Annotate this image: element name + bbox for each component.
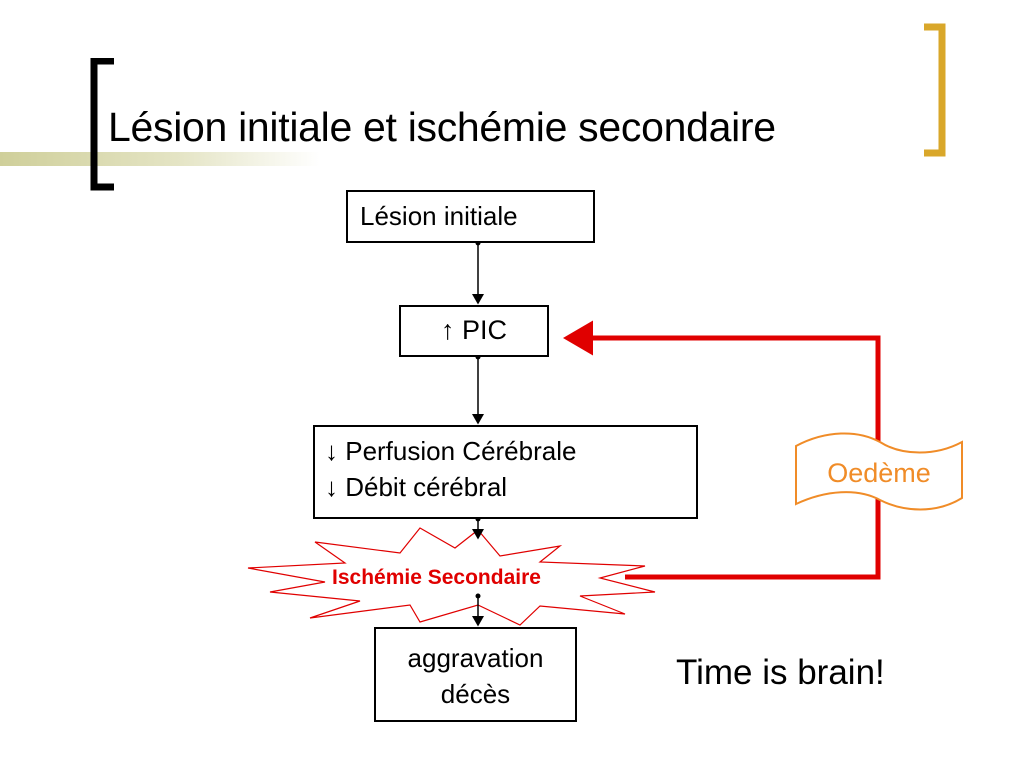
left-bracket-icon — [90, 58, 114, 191]
debit-label: ↓ Débit cérébral — [325, 472, 508, 502]
slide-title: Lésion initiale et ischémie secondaire — [108, 104, 776, 150]
oedeme-label: Oedème — [827, 458, 931, 488]
aggravation-label: aggravation — [407, 643, 544, 673]
aggravation-box: aggravation décès — [374, 627, 577, 722]
perfusion-label: ↓ Perfusion Cérébrale — [325, 436, 577, 466]
right-bracket-icon — [924, 23, 946, 157]
perfusion-box: ↓ Perfusion Cérébrale ↓ Débit cérébral — [313, 425, 698, 519]
time-is-brain-note: Time is brain! — [676, 653, 885, 692]
oedeme-banner — [795, 432, 963, 511]
lesion-initiale-label: Lésion initiale — [360, 201, 518, 231]
pic-label: ↑ PIC — [440, 315, 507, 345]
pic-box: ↑ PIC — [399, 305, 549, 357]
lesion-initiale-box: Lésion initiale — [346, 190, 595, 243]
ischemie-starburst — [247, 527, 656, 626]
deces-label: décès — [440, 679, 511, 709]
title-underline-bar — [0, 152, 320, 166]
ischemie-label: Ischémie Secondaire — [332, 566, 541, 589]
